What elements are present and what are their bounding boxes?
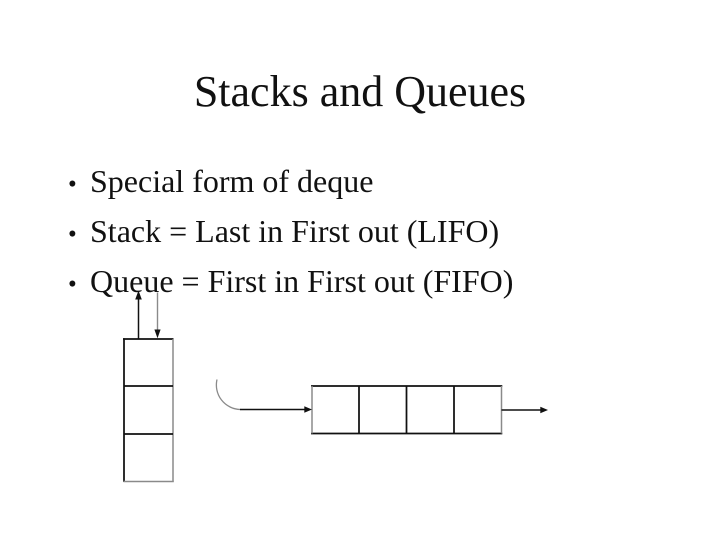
bullet-item: • Special form of deque: [68, 158, 628, 208]
bullet-icon: •: [68, 271, 77, 298]
queue-diagram: [215, 379, 548, 435]
slide-title: Stacks and Queues: [193, 67, 527, 116]
push-arrow-icon: [154, 292, 161, 339]
enqueue-arrow-icon: [215, 379, 312, 413]
pop-arrow-icon: [135, 290, 142, 339]
stack-queue-diagram: [123, 290, 548, 483]
bullet-text: Stack = Last in First out (LIFO): [90, 213, 500, 249]
bullet-icon: •: [68, 221, 77, 248]
bullet-text: Queue = First in First out (FIFO): [90, 263, 514, 299]
stack-diagram: [123, 290, 174, 483]
bullet-icon: •: [68, 171, 77, 198]
bullet-text: Special form of deque: [90, 163, 374, 199]
bullet-item: • Queue = First in First out (FIFO): [68, 258, 628, 308]
bullet-list: • Special form of deque • Stack = Last in …: [68, 158, 628, 308]
bullet-item: • Stack = Last in First out (LIFO): [68, 208, 628, 258]
dequeue-arrow-icon: [501, 406, 548, 414]
